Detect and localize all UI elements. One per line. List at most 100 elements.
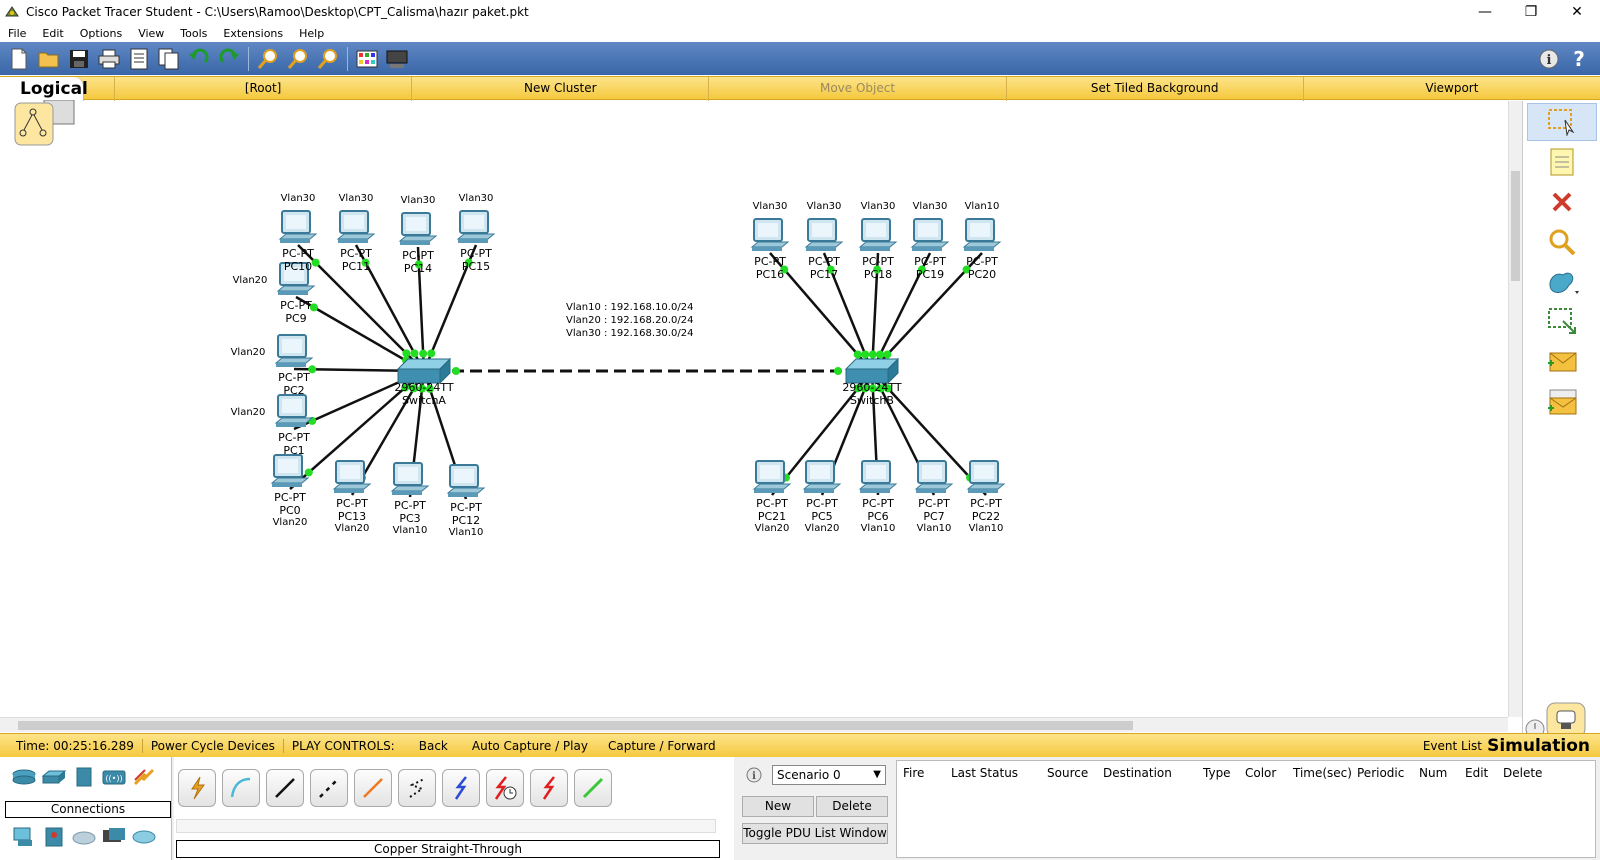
octal-cable-icon[interactable] [574, 769, 612, 807]
copper-cross-over-icon[interactable] [310, 769, 348, 807]
save-icon[interactable] [66, 46, 92, 72]
pc-icon[interactable] [390, 462, 430, 495]
fiber-icon[interactable] [354, 769, 392, 807]
column-header[interactable]: Source [1047, 766, 1089, 780]
canvas-vertical-scrollbar[interactable] [1508, 101, 1522, 717]
pc-icon[interactable] [270, 454, 310, 487]
scroll-thumb[interactable] [1511, 171, 1520, 281]
print-icon[interactable] [96, 46, 122, 72]
zoom-out-icon[interactable] [315, 46, 341, 72]
phone-cable-icon[interactable] [398, 769, 436, 807]
multiuser-connection-category-icon[interactable] [130, 825, 158, 849]
switches-category-icon[interactable] [40, 765, 68, 789]
minimize-button[interactable]: — [1478, 4, 1492, 20]
column-header[interactable]: Type [1203, 766, 1231, 780]
automatic-connection-icon[interactable] [178, 769, 216, 807]
pc-icon[interactable] [802, 460, 842, 493]
pc-icon[interactable] [332, 460, 372, 493]
custom-devices-category-icon[interactable] [100, 825, 128, 849]
console-cable-icon[interactable] [222, 769, 260, 807]
menu-edit[interactable]: Edit [42, 26, 64, 40]
coaxial-cable-icon[interactable] [442, 769, 480, 807]
pc-link[interactable] [289, 370, 425, 490]
add-simple-pdu-icon[interactable] [1527, 343, 1597, 381]
scroll-thumb[interactable] [18, 721, 1133, 730]
help-icon[interactable]: ? [1566, 46, 1592, 72]
activity-wizard-icon[interactable] [126, 46, 152, 72]
draw-shape-icon[interactable] [1527, 263, 1597, 301]
zoom-in-icon[interactable] [255, 46, 281, 72]
menu-view[interactable]: View [138, 26, 165, 40]
wan-emulation-category-icon[interactable] [70, 825, 98, 849]
column-header[interactable]: Color [1245, 766, 1277, 780]
column-header[interactable]: Periodic [1357, 766, 1405, 780]
copper-straight-through-icon[interactable] [266, 769, 304, 807]
pc-icon[interactable] [274, 334, 314, 367]
undo-icon[interactable] [186, 46, 212, 72]
pc-icon[interactable] [446, 464, 486, 497]
menu-extensions[interactable]: Extensions [223, 26, 284, 40]
viewport-button[interactable]: Viewport [1302, 77, 1600, 101]
logical-workspace-tab[interactable]: Logical [0, 77, 88, 101]
menu-help[interactable]: Help [299, 26, 325, 40]
pc-icon[interactable] [278, 210, 318, 243]
zoom-reset-icon[interactable] [285, 46, 311, 72]
pc-icon[interactable] [910, 218, 950, 251]
pc-link[interactable] [769, 252, 873, 372]
add-complex-pdu-icon[interactable] [1527, 383, 1597, 421]
open-folder-icon[interactable] [36, 46, 62, 72]
info-icon[interactable]: i [1536, 46, 1562, 72]
set-tiled-background-button[interactable]: Set Tiled Background [1005, 77, 1303, 101]
back-button[interactable]: Back [418, 738, 448, 753]
serial-dce-icon[interactable] [486, 769, 524, 807]
power-cycle-devices-button[interactable]: Power Cycle Devices [143, 738, 284, 753]
pc-icon[interactable] [276, 262, 316, 295]
menu-file[interactable]: File [8, 26, 27, 40]
palette-icon[interactable] [354, 46, 380, 72]
maximize-button[interactable]: ❐ [1524, 4, 1538, 20]
column-header[interactable]: Destination [1103, 766, 1172, 780]
connection-scrollbar[interactable] [176, 819, 716, 833]
pc-icon[interactable] [398, 212, 438, 245]
root-button[interactable]: [Root] [114, 77, 411, 101]
hubs-category-icon[interactable] [70, 765, 98, 789]
pc-icon[interactable] [752, 460, 792, 493]
vlan-note[interactable]: Vlan10 : 192.168.10.0/24 Vlan20 : 192.16… [566, 301, 693, 340]
canvas-horizontal-scrollbar[interactable] [0, 717, 1508, 732]
switch-icon[interactable] [844, 357, 900, 385]
select-tool-icon[interactable] [1526, 103, 1597, 141]
pc-icon[interactable] [456, 210, 496, 243]
end-devices-category-icon[interactable] [10, 825, 38, 849]
connections-category-icon[interactable] [130, 765, 158, 789]
column-header[interactable]: Delete [1503, 766, 1543, 780]
pc-icon[interactable] [858, 460, 898, 493]
pc-link[interactable] [871, 252, 983, 372]
column-header[interactable]: Edit [1465, 766, 1489, 780]
resize-shape-icon[interactable] [1527, 303, 1597, 341]
redo-icon[interactable] [216, 46, 242, 72]
custom-device-icon[interactable] [384, 46, 410, 72]
wireless-category-icon[interactable]: ((•)) [100, 765, 128, 789]
new-file-icon[interactable] [6, 46, 32, 72]
place-note-icon[interactable] [1527, 143, 1597, 181]
pc-icon[interactable] [914, 460, 954, 493]
column-header[interactable]: Last Status [951, 766, 1019, 780]
pc-icon[interactable] [804, 218, 844, 251]
scenario-info-icon[interactable]: i [746, 767, 762, 783]
logical-view-icon[interactable] [14, 100, 84, 148]
switch-icon[interactable] [396, 357, 452, 385]
column-header[interactable]: Time(sec) [1293, 766, 1352, 780]
delete-scenario-button[interactable]: Delete [816, 796, 888, 817]
pc-link[interactable] [871, 370, 987, 496]
column-header[interactable]: Fire [903, 766, 925, 780]
inspect-icon[interactable] [1527, 223, 1597, 261]
pc-icon[interactable] [966, 460, 1006, 493]
menu-options[interactable]: Options [79, 26, 123, 40]
routers-category-icon[interactable] [10, 765, 38, 789]
delete-icon[interactable] [1527, 183, 1597, 221]
new-cluster-button[interactable]: New Cluster [411, 77, 708, 101]
pc-icon[interactable] [274, 394, 314, 427]
scenario-select[interactable]: Scenario 0▼ [772, 765, 886, 785]
capture-forward-button[interactable]: Capture / Forward [607, 738, 716, 753]
